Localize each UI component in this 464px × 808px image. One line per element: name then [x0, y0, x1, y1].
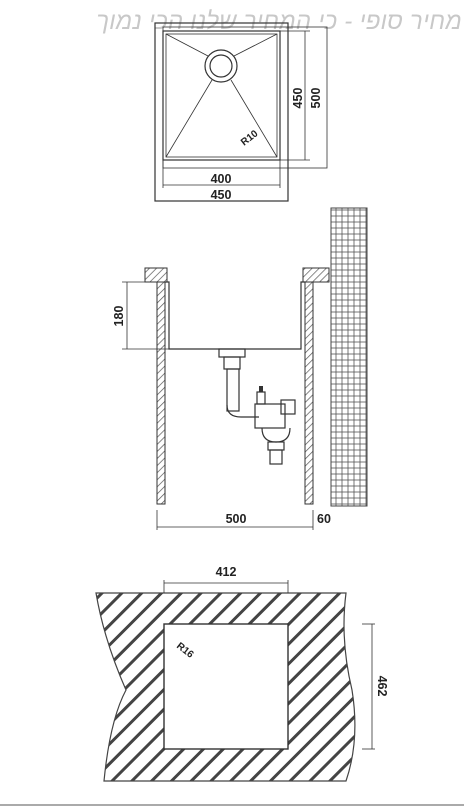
- countertop-right: [302, 267, 330, 283]
- depth-inner-label: 450: [291, 88, 305, 109]
- width-inner-label: 400: [211, 172, 232, 186]
- wall-offset-label: 60: [317, 512, 331, 526]
- depth-outer-label: 500: [309, 88, 323, 109]
- cabinet-wall-left: [156, 281, 166, 505]
- slope-line: [165, 33, 209, 57]
- side-view: 180 500 60: [112, 207, 368, 530]
- tiled-wall: [330, 207, 368, 507]
- slope-line: [165, 79, 213, 158]
- sink-outer-rim: [154, 22, 289, 202]
- drain-outer-icon: [204, 49, 238, 83]
- radius-label: R10: [239, 128, 261, 148]
- drain-inner-icon: [209, 54, 233, 78]
- slope-line: [230, 79, 278, 158]
- width-outer-label: 450: [211, 188, 232, 202]
- countertop-left: [144, 267, 168, 283]
- cutout-opening: [163, 623, 289, 750]
- top-view: R10 450 500 400 450: [154, 22, 328, 202]
- sink-bowl-section: [165, 281, 305, 350]
- bowl-depth-label: 180: [112, 306, 126, 327]
- slope-line: [233, 33, 278, 57]
- cutout-view: R16 412 462: [95, 565, 389, 782]
- sink-bowl-inner: [165, 33, 278, 158]
- cabinet-width-label: 500: [226, 512, 247, 526]
- cutout-width-label: 412: [216, 565, 237, 579]
- bottom-divider: [0, 804, 464, 806]
- siphon-icon: [218, 348, 296, 465]
- cutout-depth-label: 462: [375, 676, 389, 697]
- outer-dimension-frame: [162, 26, 328, 169]
- cabinet-wall-right: [304, 281, 314, 505]
